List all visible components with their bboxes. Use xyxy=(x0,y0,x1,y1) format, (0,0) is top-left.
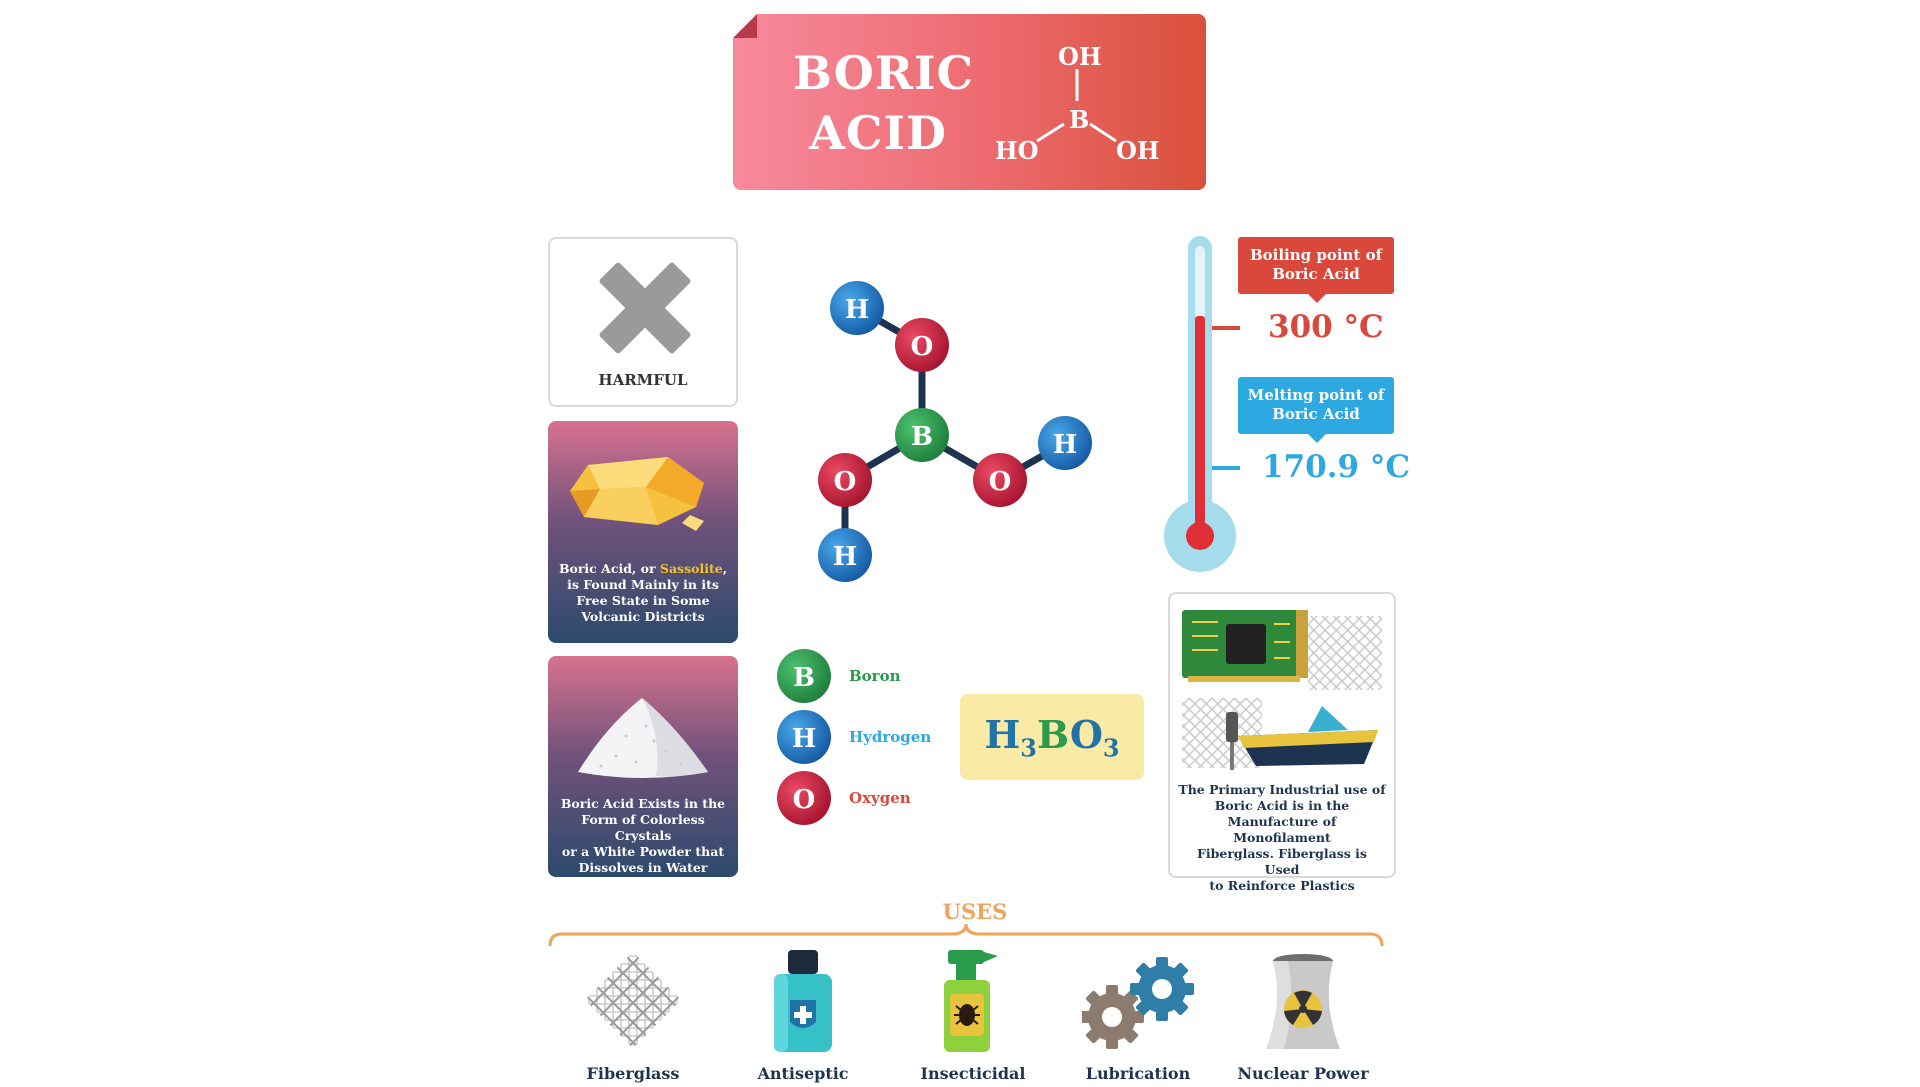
cooling-tower-icon xyxy=(1266,954,1340,1049)
sassolite-crystal-icon xyxy=(570,457,704,531)
hydrogen-atom-1-label: H xyxy=(845,295,870,325)
boiling-point-value: 300 °C xyxy=(1268,309,1384,345)
industrial-text-line4: Fiberglass. Fiberglass is Used xyxy=(1197,846,1367,877)
insecticide-spray-icon xyxy=(944,950,998,1052)
sassolite-text-line4: Volcanic Districts xyxy=(581,609,705,624)
boron-atom-label: B xyxy=(911,422,933,452)
powder-text-line4: Dissolves in Water xyxy=(578,860,708,875)
formula-oxygen: O xyxy=(1069,712,1103,757)
powder-text-line2: Form of Colorless Crystals xyxy=(581,812,705,843)
banner-title-line1: BORIC xyxy=(793,46,975,100)
industrial-illustration xyxy=(1182,610,1382,770)
title-banner: BORIC ACID OH B HO OH xyxy=(733,14,1206,190)
powder-card: Boric Acid Exists in the Form of Colorle… xyxy=(548,656,738,877)
legend-oxygen-symbol: O xyxy=(793,785,816,815)
legend-hydrogen-symbol: H xyxy=(792,724,817,754)
structural-formula-lines xyxy=(1036,69,1117,143)
hydrogen-atom-1 xyxy=(830,281,884,335)
boiling-callout-line2: Boric Acid xyxy=(1272,265,1360,283)
hydrogen-atom-2-label: H xyxy=(1053,430,1078,460)
banner-folded-corner xyxy=(733,14,757,38)
legend-boron-label: Boron xyxy=(849,667,901,685)
powder-text: Boric Acid Exists in the Form of Colorle… xyxy=(558,796,728,876)
sassolite-text-before: Boric Acid, or xyxy=(558,561,660,576)
oxygen-atom-3-label: O xyxy=(989,467,1012,497)
chemical-formula-box: H3BO3 xyxy=(960,694,1144,780)
sassolite-text-after: , xyxy=(722,561,728,576)
fiberglass-mesh-icon xyxy=(584,951,682,1049)
oxygen-atom-2-label: O xyxy=(834,467,857,497)
legend-boron-atom: B xyxy=(777,649,831,703)
use-label-antiseptic: Antiseptic xyxy=(757,1064,849,1083)
industrial-text-line1: The Primary Industrial use of xyxy=(1178,782,1386,797)
circuit-board-icon xyxy=(1182,610,1308,682)
melting-callout-tip xyxy=(1308,434,1326,443)
sassolite-card: Boric Acid, or Sassolite, is Found Mainl… xyxy=(548,421,738,643)
legend-hydrogen-label: Hydrogen xyxy=(849,728,932,746)
thermometer-icon xyxy=(1164,236,1240,572)
powder-text-line1: Boric Acid Exists in the xyxy=(560,796,726,811)
boiling-callout-line1: Boiling point of xyxy=(1249,246,1383,264)
formula-hydrogen: H xyxy=(984,712,1021,757)
oxygen-atom-1-label: O xyxy=(911,332,934,362)
molecule-bonds xyxy=(841,304,1069,559)
boat-icon xyxy=(1226,706,1378,770)
industrial-use-card: The Primary Industrial use of Boric Acid… xyxy=(1168,592,1396,893)
x-cross-icon xyxy=(599,262,691,354)
legend-oxygen-atom: O xyxy=(777,771,831,825)
fiberglass-mesh-top-icon xyxy=(1308,616,1382,690)
hydrogen-atom-3 xyxy=(818,528,872,582)
sassolite-text: Boric Acid, or Sassolite, is Found Mainl… xyxy=(558,561,728,625)
structure-boron: B xyxy=(1069,105,1090,134)
harmful-label: HARMFUL xyxy=(598,371,688,389)
uses-title: USES xyxy=(942,899,1008,924)
sassolite-highlight: Sassolite xyxy=(659,561,723,576)
formula-subscript-1: 3 xyxy=(1020,733,1037,763)
use-label-nuclear-power: Nuclear Power xyxy=(1237,1064,1369,1083)
boiling-callout-tip xyxy=(1308,294,1326,303)
sassolite-text-line1: Boric Acid, or Sassolite, xyxy=(558,561,728,577)
sassolite-text-line3: Free State in Some xyxy=(576,593,710,608)
hydrogen-atom-2 xyxy=(1038,416,1092,470)
gears-icon xyxy=(1082,957,1194,1049)
harmful-card: HARMFUL xyxy=(548,237,738,407)
industrial-text-line2: Boric Acid is in the xyxy=(1214,798,1350,813)
industrial-text-line3: Manufacture of Monofilament xyxy=(1227,814,1337,845)
sassolite-text-line2: is Found Mainly in its xyxy=(567,577,719,592)
structure-oh-right: OH xyxy=(1116,136,1160,165)
legend-oxygen-label: Oxygen xyxy=(849,789,911,807)
melting-point-value: 170.9 °C xyxy=(1262,449,1411,485)
chemical-formula: H3BO3 xyxy=(960,712,1144,763)
use-label-fiberglass: Fiberglass xyxy=(586,1064,680,1083)
antiseptic-bottle-icon xyxy=(774,950,832,1052)
melting-callout-line1: Melting point of xyxy=(1247,386,1385,404)
powder-text-line3: or a White Powder that xyxy=(561,844,725,859)
oxygen-atom-3 xyxy=(973,453,1027,507)
melting-point-callout: Melting point of Boric Acid xyxy=(1238,377,1394,443)
boiling-point-callout: Boiling point of Boric Acid xyxy=(1238,237,1394,303)
uses-bracket xyxy=(548,923,1384,947)
white-powder-pile-icon xyxy=(578,698,708,778)
use-label-lubrication: Lubrication xyxy=(1085,1064,1191,1083)
banner-title-line2: ACID xyxy=(809,106,947,160)
oxygen-atom-2 xyxy=(818,453,872,507)
oxygen-atom-1 xyxy=(895,318,949,372)
formula-boron: B xyxy=(1036,712,1070,757)
melting-callout-line2: Boric Acid xyxy=(1272,405,1360,423)
structure-oh-top: OH xyxy=(1058,42,1102,71)
legend-boron-symbol: B xyxy=(793,663,815,693)
boric-acid-molecule: H O B O O H H xyxy=(818,281,1092,582)
industrial-use-text: The Primary Industrial use of Boric Acid… xyxy=(1178,782,1386,894)
industrial-text-line5: to Reinforce Plastics xyxy=(1209,878,1355,893)
legend-hydrogen-atom: H xyxy=(777,710,831,764)
boron-atom xyxy=(895,408,949,462)
hydrogen-atom-3-label: H xyxy=(833,542,858,572)
fiberglass-mesh-bottom-icon xyxy=(1182,698,1262,768)
use-label-insecticidal: Insecticidal xyxy=(920,1064,1026,1083)
structure-ho-left: HO xyxy=(995,136,1039,165)
formula-subscript-2: 3 xyxy=(1102,733,1120,763)
